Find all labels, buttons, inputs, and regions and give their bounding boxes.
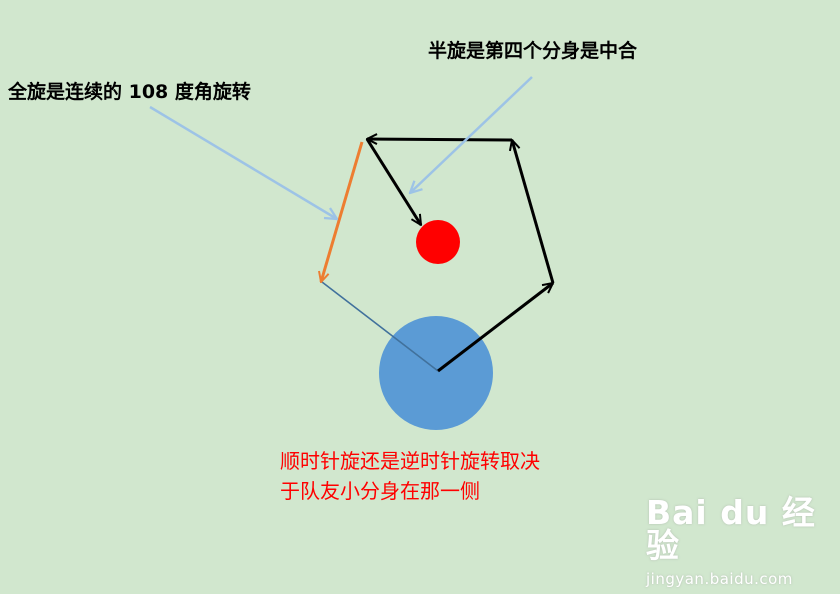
return-line [321,281,439,372]
path-arrow-2 [512,140,555,284]
watermark-url: jingyan.baidu.com [646,570,793,588]
baidu-jingyan-watermark: Bai du 经验 jingyan.baidu.com [646,496,840,588]
watermark-logo: Bai du 经验 [646,493,816,565]
path-arrow-1 [437,283,553,373]
half-spin-label: 半旋是第四个分身是中合 [428,40,638,62]
direction-note-line-2: 于队友小分身在那一侧 [280,479,480,503]
half-spin-pointer [410,76,533,193]
target-red-ball [416,220,460,264]
direction-note: 顺时针旋还是逆时针旋转取决 于队友小分身在那一侧 [280,446,540,506]
full-spin-pointer [149,105,337,219]
full-spin-arrow [321,141,364,282]
half-spin-arrow [365,138,423,225]
full-spin-label: 全旋是连续的 108 度角旋转 [8,81,251,103]
direction-note-line-1: 顺时针旋还是逆时针旋转取决 [280,449,540,473]
path-arrow-3 [367,139,513,140]
player-blue-ball [379,316,493,430]
